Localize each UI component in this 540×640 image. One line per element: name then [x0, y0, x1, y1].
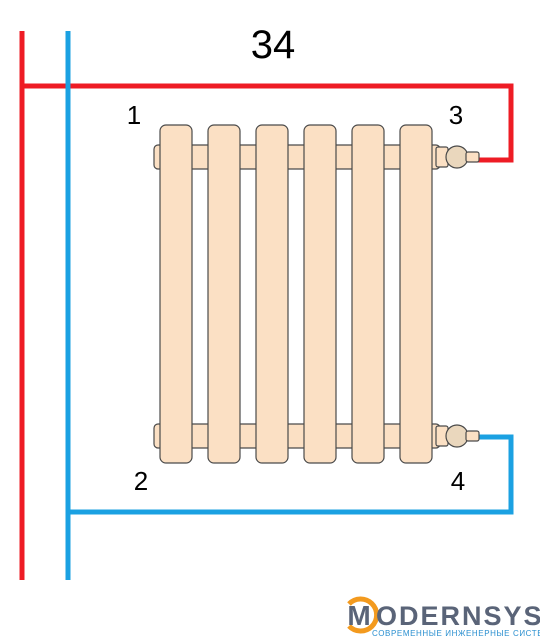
port-label-4: 4: [451, 466, 465, 496]
supply-branch: [22, 83, 514, 163]
radiator-top-header: [153, 144, 441, 170]
port-label-3: 3: [449, 100, 463, 130]
logo-name: ODERNSYS: [376, 601, 540, 631]
bottom-valve: [435, 424, 480, 448]
radiator-section: [399, 124, 433, 464]
radiator-section: [303, 124, 337, 464]
radiator-section: [351, 124, 385, 464]
logo-ring-icon: [347, 596, 380, 634]
radiator-section: [159, 124, 193, 464]
logo-emblem: M: [347, 596, 380, 634]
scheme-number: 34: [251, 23, 296, 67]
bottom-valve-body: [445, 424, 469, 448]
return-pipe: [65, 31, 514, 580]
port-label-1: 1: [127, 100, 141, 130]
radiator-sections: [159, 124, 433, 464]
logo-tagline: СОВРЕМЕННЫЕ ИНЖЕНЕРНЫЕ СИСТЕМЫ: [372, 629, 540, 638]
top-valve-body: [445, 145, 469, 169]
radiator-section: [207, 124, 241, 464]
supply-pipe: [19, 31, 514, 580]
top-valve: [435, 145, 480, 169]
modernsys-logo: M ODERNSYS СОВРЕМЕННЫЕ ИНЖЕНЕРНЫЕ СИСТЕМ…: [347, 596, 540, 638]
return-branch: [68, 434, 514, 515]
logo-letter: M: [347, 600, 370, 631]
port-label-2: 2: [134, 466, 148, 496]
radiator: [153, 124, 480, 464]
radiator-section: [255, 124, 289, 464]
radiator-bottom-header: [153, 423, 441, 449]
